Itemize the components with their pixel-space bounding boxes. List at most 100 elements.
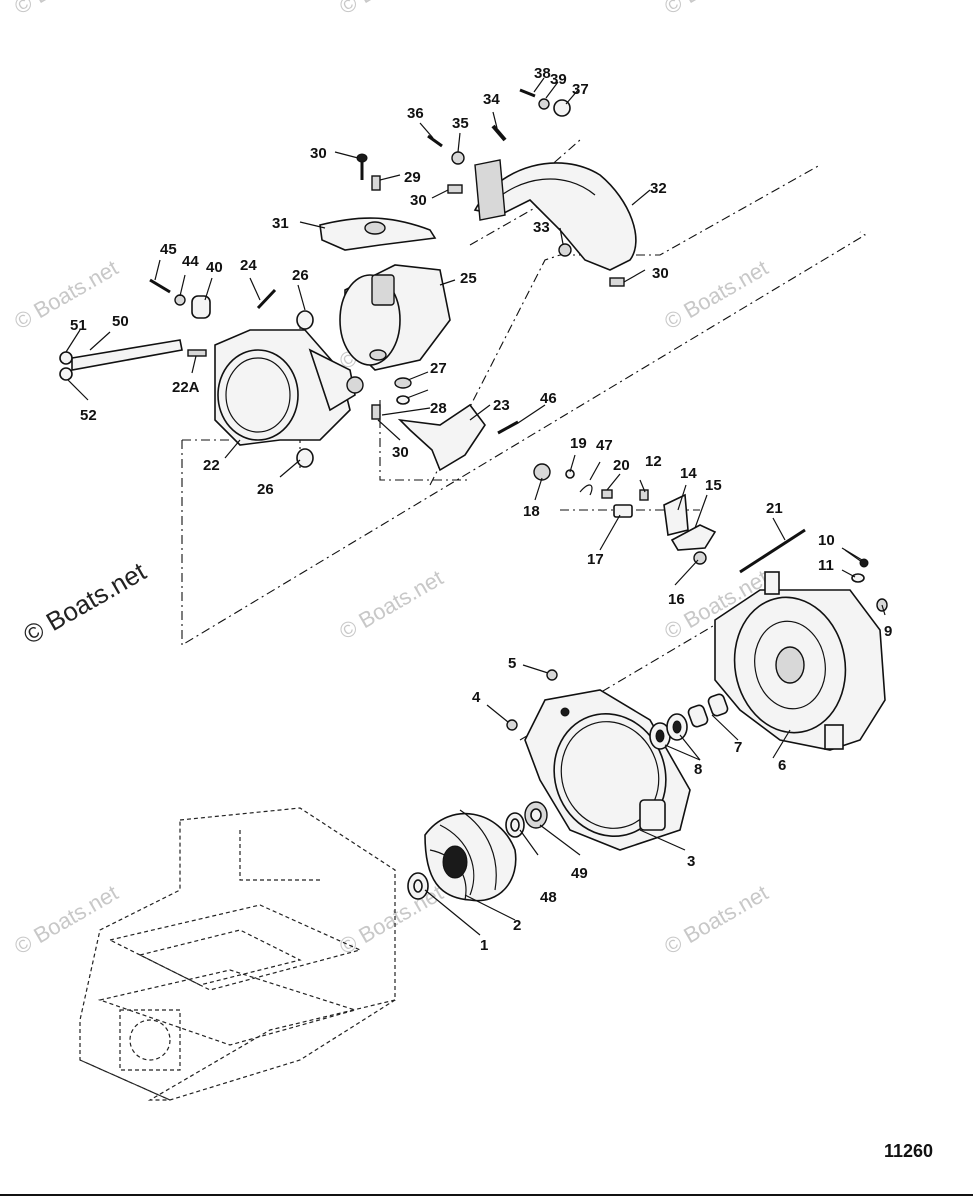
callout-label: 30: [392, 444, 409, 461]
watermark-text: © Boats.net: [10, 0, 122, 19]
part-grommet: [296, 310, 314, 330]
part-washer: [851, 573, 865, 583]
callout-label: 3: [687, 853, 695, 870]
callout-label: 11: [818, 557, 834, 574]
part-impeller: [424, 809, 517, 902]
callout-label: 39: [550, 71, 567, 88]
callout-label: 35: [452, 115, 469, 132]
callout-label: 47: [596, 437, 613, 454]
callout-label: 46: [540, 390, 557, 407]
callout-label: 52: [80, 407, 97, 424]
callout-label: 7: [734, 739, 742, 756]
part-bolt: [519, 88, 536, 98]
part-screw: [546, 669, 558, 681]
part-steering-arm: [319, 217, 437, 251]
watermark-text: © Boats.net: [10, 880, 122, 959]
part-washer: [396, 395, 410, 405]
part-bolt: [356, 153, 368, 180]
callout-label: 2: [513, 917, 521, 934]
callout-label: 30: [652, 265, 669, 282]
part-wear-ring: [505, 812, 525, 838]
part-nozzle-housing: [214, 329, 364, 446]
part-nut: [558, 243, 572, 257]
bottom-border: [0, 1194, 973, 1196]
callout-label: 10: [818, 532, 835, 549]
callout-label: 51: [70, 317, 87, 334]
callout-label: 22: [203, 457, 220, 474]
callout-label: 5: [508, 655, 516, 672]
part-screw: [609, 277, 625, 287]
part-cotter-pin: [427, 134, 443, 148]
part-clamp: [59, 351, 73, 365]
callout-label: 45: [160, 241, 177, 258]
callout-label: 20: [613, 457, 630, 474]
part-pump-housing: [524, 689, 691, 851]
callout-label: 14: [680, 465, 697, 482]
watermark-text: © Boats.net: [10, 255, 122, 334]
part-washer: [174, 294, 186, 306]
callout-label: 49: [571, 865, 588, 882]
callout-label: 29: [404, 169, 421, 186]
watermark-text: © Boats.net: [335, 880, 447, 959]
callout-label: 17: [587, 551, 604, 568]
callout-label: 19: [570, 435, 587, 452]
callout-label: 23: [493, 397, 510, 414]
callout-label: 9: [884, 623, 892, 640]
watermark-text: © Boats.net: [335, 0, 447, 19]
part-steering-nozzle: [339, 264, 451, 371]
figure-number: 11260: [884, 1141, 933, 1161]
part-stud: [739, 528, 806, 574]
watermark-text: © Boats.net: [335, 565, 447, 644]
part-screw: [447, 184, 463, 194]
callout-label: 28: [430, 400, 447, 417]
callout-label: 31: [272, 215, 289, 232]
part-bolt: [149, 278, 171, 294]
callout-label: 36: [407, 105, 424, 122]
part-washer: [538, 98, 550, 110]
callout-label: 26: [257, 481, 274, 498]
watermark-text: © Boats.net: [660, 255, 772, 334]
callout-label: 27: [430, 360, 447, 377]
callout-label: 50: [112, 313, 129, 330]
watermark-text: © Boats.net: [660, 880, 772, 959]
callout-label: 15: [705, 477, 722, 494]
callout-label: 21: [766, 500, 783, 517]
callout-label: 30: [310, 145, 327, 162]
part-clamp: [59, 367, 73, 381]
callout-label: 44: [182, 253, 199, 270]
part-pin: [491, 124, 507, 142]
part-screw: [497, 420, 519, 435]
part-stud: [256, 288, 277, 310]
part-washer: [407, 872, 429, 900]
part-screw: [371, 404, 381, 420]
callout-label: 32: [650, 180, 667, 197]
callout-labels: 1 2 3 4 5 6 7 8 9 10 11 12 14 15 16 17 1…: [70, 65, 892, 954]
callout-label: 22A: [172, 379, 200, 396]
part-bushing: [687, 693, 729, 728]
watermark-text: © Boats.net: [660, 0, 772, 19]
callout-label: 16: [668, 591, 685, 608]
watermark-large-text: © Boats.net: [18, 556, 152, 650]
part-bushing: [191, 295, 211, 319]
part-fitting: [187, 349, 207, 357]
callout-label: 38: [534, 65, 551, 82]
part-bearing: [649, 713, 688, 750]
callout-label: 34: [483, 91, 500, 108]
part-screw: [506, 719, 518, 731]
callout-label: 33: [533, 219, 550, 236]
callout-label: 6: [778, 757, 786, 774]
callout-label: 26: [292, 267, 309, 284]
part-washer: [394, 377, 412, 389]
callout-label: 12: [645, 453, 662, 470]
callout-label: 37: [572, 81, 589, 98]
callout-label: 24: [240, 257, 257, 274]
part-reverse-bracket: [397, 403, 486, 472]
part-bracket-group: [533, 463, 717, 565]
engine-block-outline: [79, 807, 396, 1101]
part-nut: [451, 151, 465, 165]
callout-label: 18: [523, 503, 540, 520]
callout-label: 1: [480, 937, 488, 954]
callout-label: 48: [540, 889, 557, 906]
callout-label: 4: [472, 689, 481, 706]
